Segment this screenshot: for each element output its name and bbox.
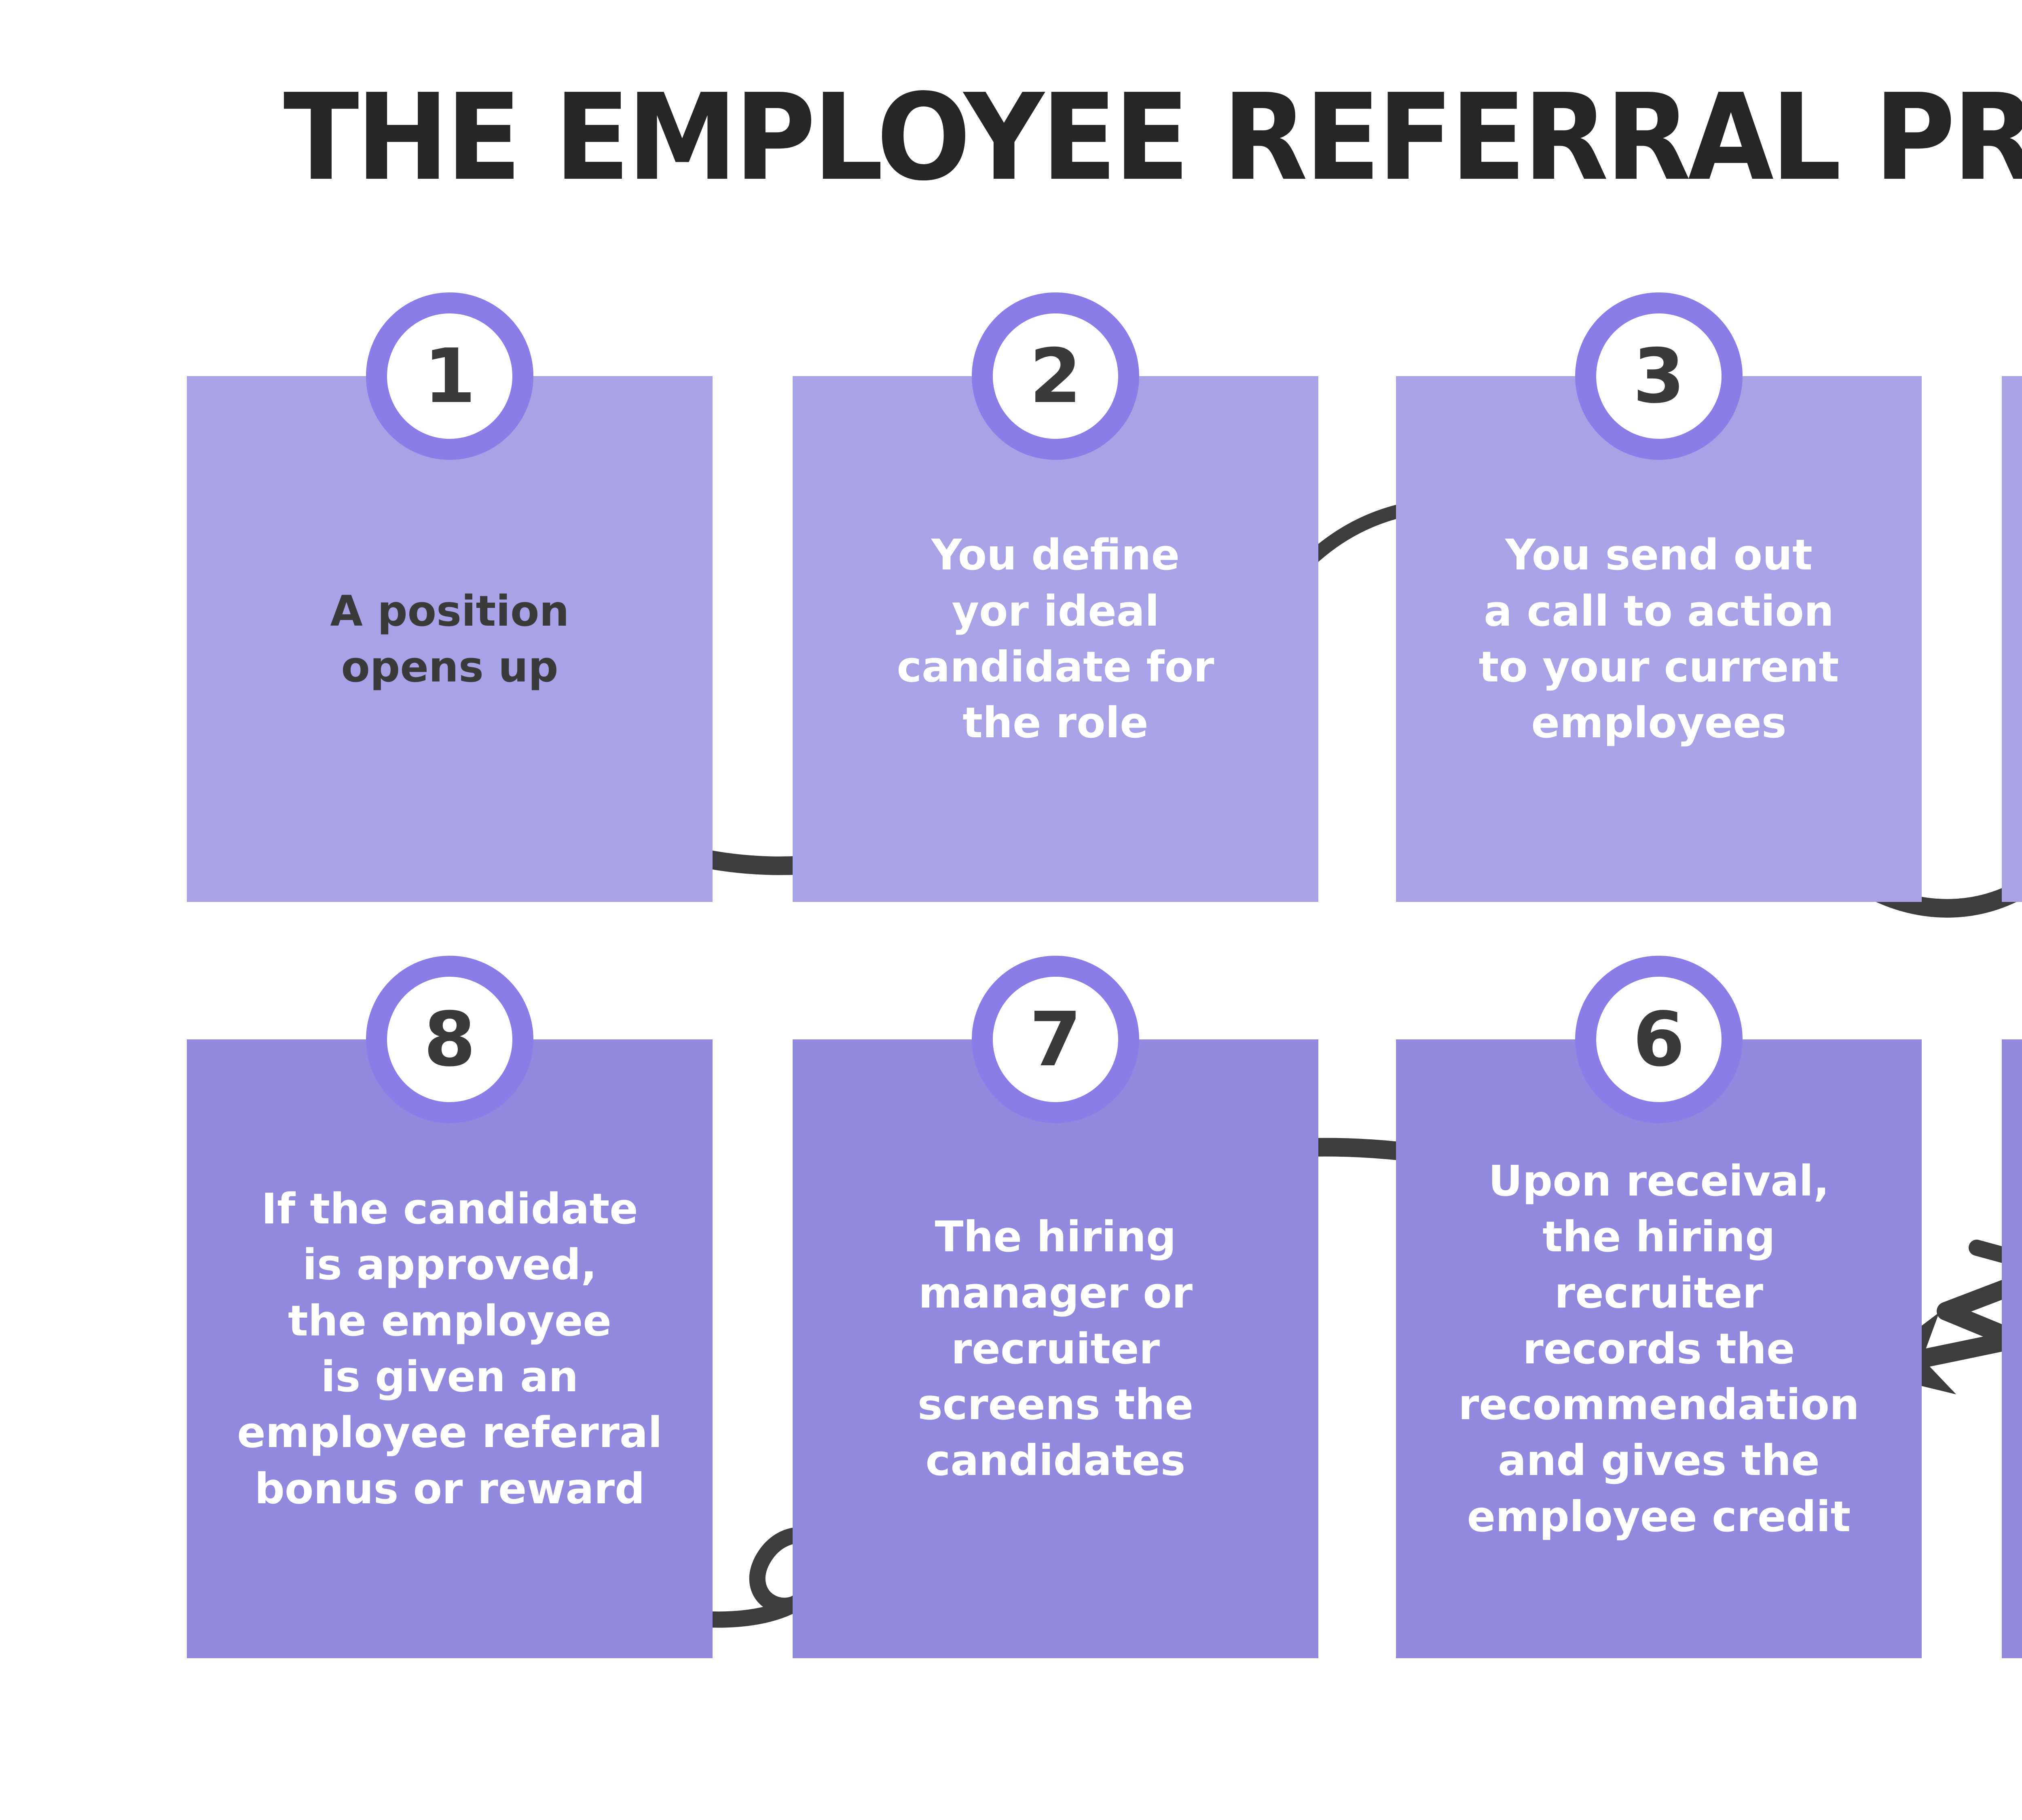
- step-card-7-background: [793, 1039, 1318, 1658]
- step-card-4: 4 Employees reach out to potential candi…: [2002, 376, 2022, 902]
- step-card-5: 5 If a candidate is interested, they sen…: [2002, 1039, 2022, 1658]
- step-4-text: Employees reach out to potential candida…: [2012, 527, 2022, 751]
- step-2-number-badge: 2: [972, 292, 1139, 460]
- step-card-4-background: [2002, 376, 2022, 902]
- step-card-6-background: [1396, 1039, 1922, 1658]
- step-card-2-background: [793, 376, 1318, 902]
- step-7-number: 7: [1029, 995, 1082, 1083]
- step-card-1: 1 A position opens up: [187, 292, 713, 902]
- step-3-number: 3: [1633, 332, 1685, 420]
- step-1-number: 1: [423, 332, 476, 420]
- step-card-1-background: [187, 376, 713, 902]
- step-card-6: 6 Upon receival, the hiring recruiter re…: [1396, 956, 1922, 1658]
- step-1-text: A position opens up: [330, 586, 569, 692]
- step-6-text: Upon receival, the hiring recruiter reco…: [1458, 1156, 1859, 1541]
- step-8-number-badge: 8: [366, 956, 533, 1123]
- step-3-number-badge: 3: [1575, 292, 1743, 460]
- step-3-text: You send out a call to action to your cu…: [1478, 530, 1839, 748]
- step-7-text: The hiring manager or recruiter screens …: [917, 1212, 1194, 1486]
- step-2-number: 2: [1029, 332, 1082, 420]
- step-6-number: 6: [1633, 995, 1685, 1083]
- step-card-3-background: [1396, 376, 1922, 902]
- step-card-5-background: [2002, 1039, 2022, 1658]
- step-2-text: You define yor ideal candidate for the r…: [897, 530, 1214, 748]
- step-card-8-background: [187, 1039, 713, 1658]
- step-card-2: 2 You define yor ideal candidate for the…: [793, 292, 1318, 902]
- step-card-7: 7 The hiring manager or recruiter screen…: [793, 956, 1318, 1658]
- step-1-number-badge: 1: [366, 292, 533, 460]
- step-8-number: 8: [423, 995, 476, 1083]
- step-card-3: 3 You send out a call to action to your …: [1396, 292, 1922, 902]
- page-title: THE EMPLOYEE REFERRAL PROCESS: [283, 68, 2022, 207]
- step-7-number-badge: 7: [972, 956, 1139, 1123]
- step-8-text: If the candidate is approved, the employ…: [237, 1184, 662, 1513]
- step-card-8: 8 If the candidate is approved, the empl…: [187, 956, 713, 1658]
- step-5-text: If a candidate is interested, they send …: [2012, 1109, 2022, 1589]
- step-6-number-badge: 6: [1575, 956, 1743, 1123]
